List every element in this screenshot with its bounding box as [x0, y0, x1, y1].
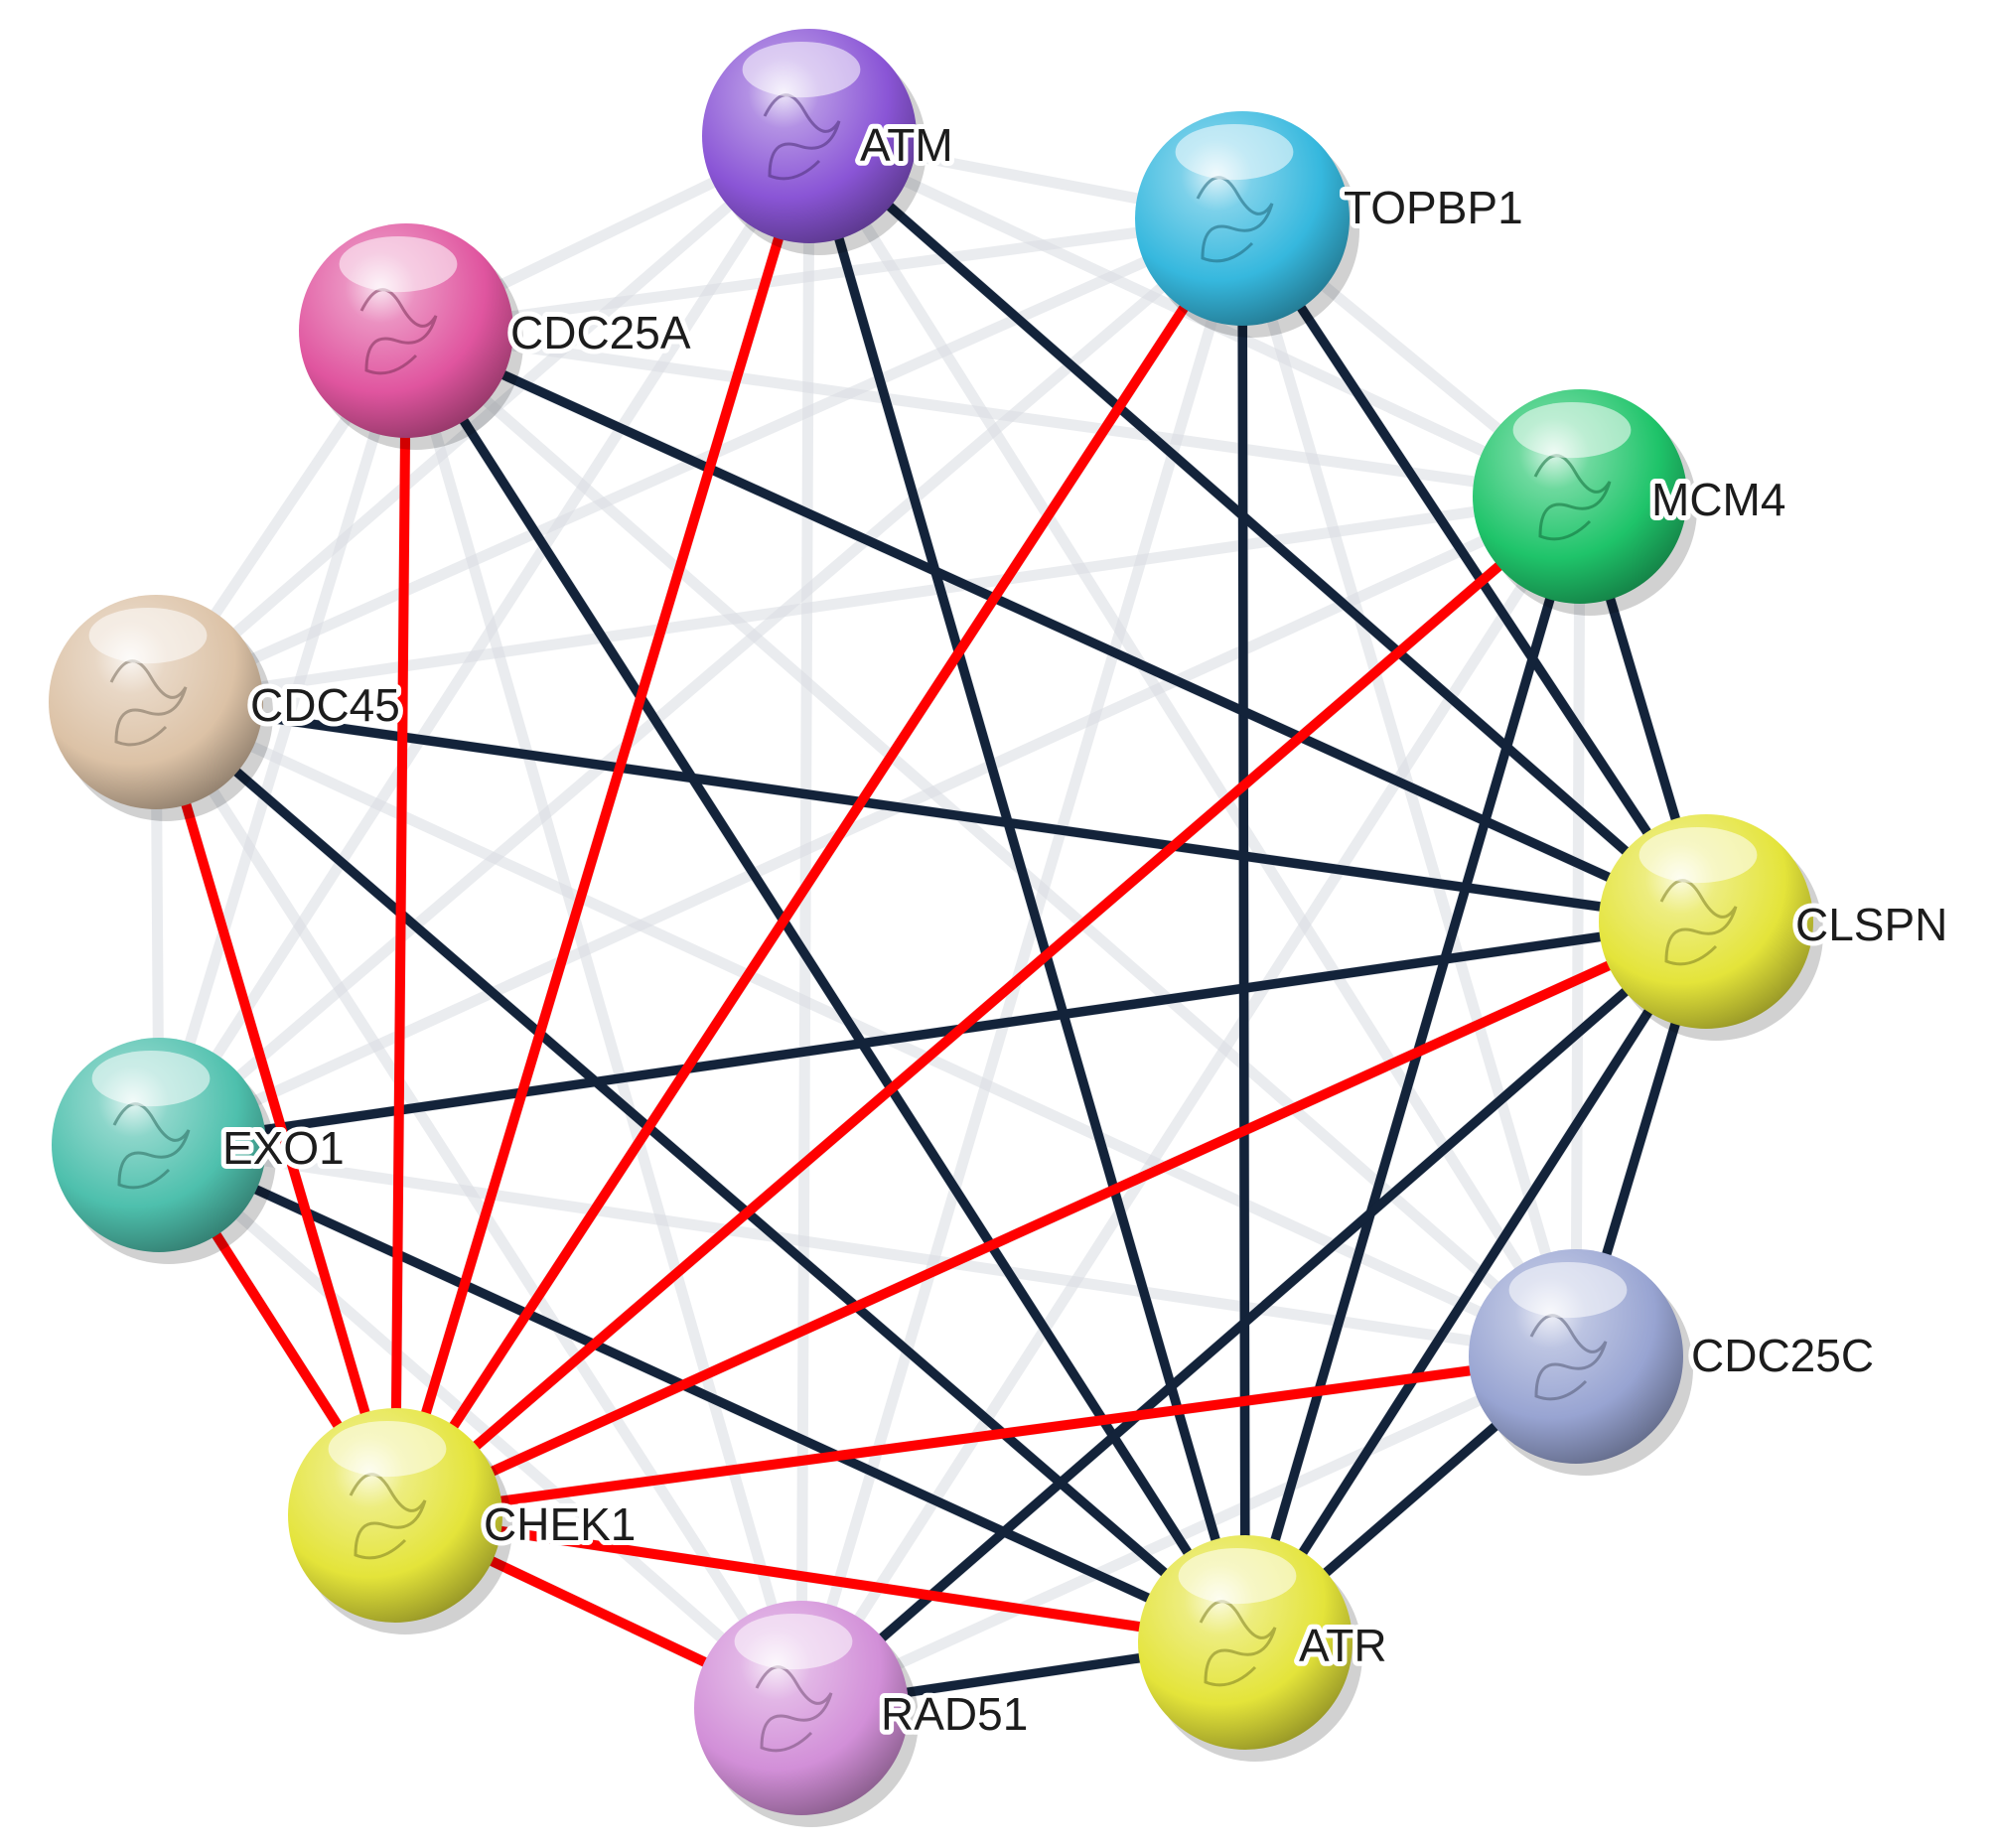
node-label-topbp1: TOPBP1 — [1344, 182, 1523, 233]
node-highlight — [734, 1613, 853, 1670]
node-cdc25a[interactable]: CDC25A — [299, 223, 696, 450]
dark-edge-exo1-atr — [154, 1140, 1250, 1647]
protein-structure-icon — [359, 288, 438, 375]
red-edge-chek1-mcm4 — [390, 492, 1585, 1520]
node-clspn[interactable]: CLSPN — [1599, 814, 1952, 1041]
node-label-atr: ATR — [1299, 1620, 1387, 1671]
protein-structure-icon — [1529, 1314, 1608, 1401]
node-highlight — [339, 235, 458, 293]
faint-edge-atm-cdc25c — [803, 130, 1582, 1362]
node-rad51[interactable]: RAD51 — [694, 1601, 1033, 1827]
faint-edge-atm-cdc45 — [150, 130, 815, 708]
node-highlight — [328, 1420, 447, 1478]
node-atm[interactable]: ATM — [702, 29, 958, 255]
node-atr[interactable]: ATR — [1138, 1535, 1392, 1762]
protein-structure-icon — [755, 1665, 833, 1753]
protein-structure-icon — [1659, 879, 1738, 966]
red-edge-chek1-cdc25c — [390, 1351, 1581, 1520]
node-highlight — [91, 1050, 211, 1107]
faint-edge-exo1-rad51 — [153, 1139, 807, 1714]
protein-structure-icon — [1196, 176, 1274, 263]
protein-structure-icon — [109, 659, 188, 747]
faint-edge-cdc45-rad51 — [150, 696, 807, 1714]
dark-edge-clspn-atr — [1240, 917, 1711, 1647]
node-label-atm: ATM — [860, 119, 953, 171]
node-label-cdc45: CDC45 — [250, 679, 400, 731]
dark-edge-clspn-rad51 — [796, 917, 1711, 1713]
protein-structure-icon — [349, 1473, 427, 1560]
node-label-exo1: EXO1 — [222, 1122, 345, 1174]
node-cdc45[interactable]: CDC45 — [49, 595, 405, 821]
node-topbp1[interactable]: TOPBP1 — [1135, 111, 1528, 338]
faint-edge-cdc25a-mcm4 — [400, 325, 1586, 502]
faint-edge-cdc25a-exo1 — [153, 325, 412, 1151]
protein-structure-icon — [1199, 1600, 1277, 1687]
protein-structure-icon — [1533, 454, 1612, 541]
red-edge-chek1-clspn — [390, 917, 1711, 1520]
node-label-mcm4: MCM4 — [1651, 474, 1785, 525]
node-highlight — [1178, 1547, 1297, 1605]
dark-edge-exo1-clspn — [154, 917, 1711, 1150]
protein-structure-icon — [763, 93, 841, 181]
node-label-cdc25a: CDC25A — [510, 307, 691, 358]
red-edge-chek1-atr — [390, 1510, 1250, 1647]
faint-edge-atm-exo1 — [153, 130, 815, 1151]
node-label-rad51: RAD51 — [881, 1688, 1028, 1740]
faint-edge-mcm4-cdc25c — [1570, 491, 1586, 1362]
node-label-clspn: CLSPN — [1795, 899, 1947, 950]
dark-edge-cdc45-clspn — [151, 697, 1711, 926]
dark-edge-topbp1-atr — [1237, 213, 1250, 1647]
red-edge-chek1-cdc45 — [151, 697, 400, 1520]
faint-edge-atm-rad51 — [795, 130, 815, 1714]
red-edge-chek1-cdc25a — [390, 326, 411, 1520]
protein-structure-icon — [112, 1102, 191, 1190]
faint-edge-cdc25a-rad51 — [400, 325, 807, 1714]
node-mcm4[interactable]: MCM4 — [1473, 389, 1790, 616]
node-highlight — [1508, 1261, 1628, 1319]
node-highlight — [742, 41, 861, 98]
node-label-cdc25c: CDC25C — [1691, 1330, 1874, 1381]
node-exo1[interactable]: EXO1 — [52, 1038, 350, 1264]
node-cdc25c[interactable]: CDC25C — [1469, 1249, 1879, 1476]
faint-edge-mcm4-cdc45 — [150, 491, 1586, 708]
faint-edge-cdc25c-rad51 — [795, 1350, 1582, 1714]
red-edge-chek1-topbp1 — [390, 213, 1247, 1520]
dark-edge-mcm4-atr — [1240, 492, 1585, 1647]
node-chek1[interactable]: CHEK1 — [288, 1408, 641, 1635]
faint-edge-topbp1-rad51 — [795, 213, 1248, 1714]
faint-edge-topbp1-cdc25a — [400, 213, 1248, 337]
dark-edge-atm-clspn — [804, 131, 1711, 926]
node-label-chek1: CHEK1 — [484, 1498, 636, 1550]
node-highlight — [1638, 826, 1758, 884]
dark-edge-topbp1-clspn — [1237, 213, 1711, 926]
node-highlight — [1175, 123, 1294, 181]
node-highlight — [88, 607, 208, 664]
red-edge-chek1-atm — [390, 131, 814, 1520]
faint-edge-atm-mcm4 — [803, 130, 1586, 502]
node-highlight — [1512, 401, 1632, 459]
